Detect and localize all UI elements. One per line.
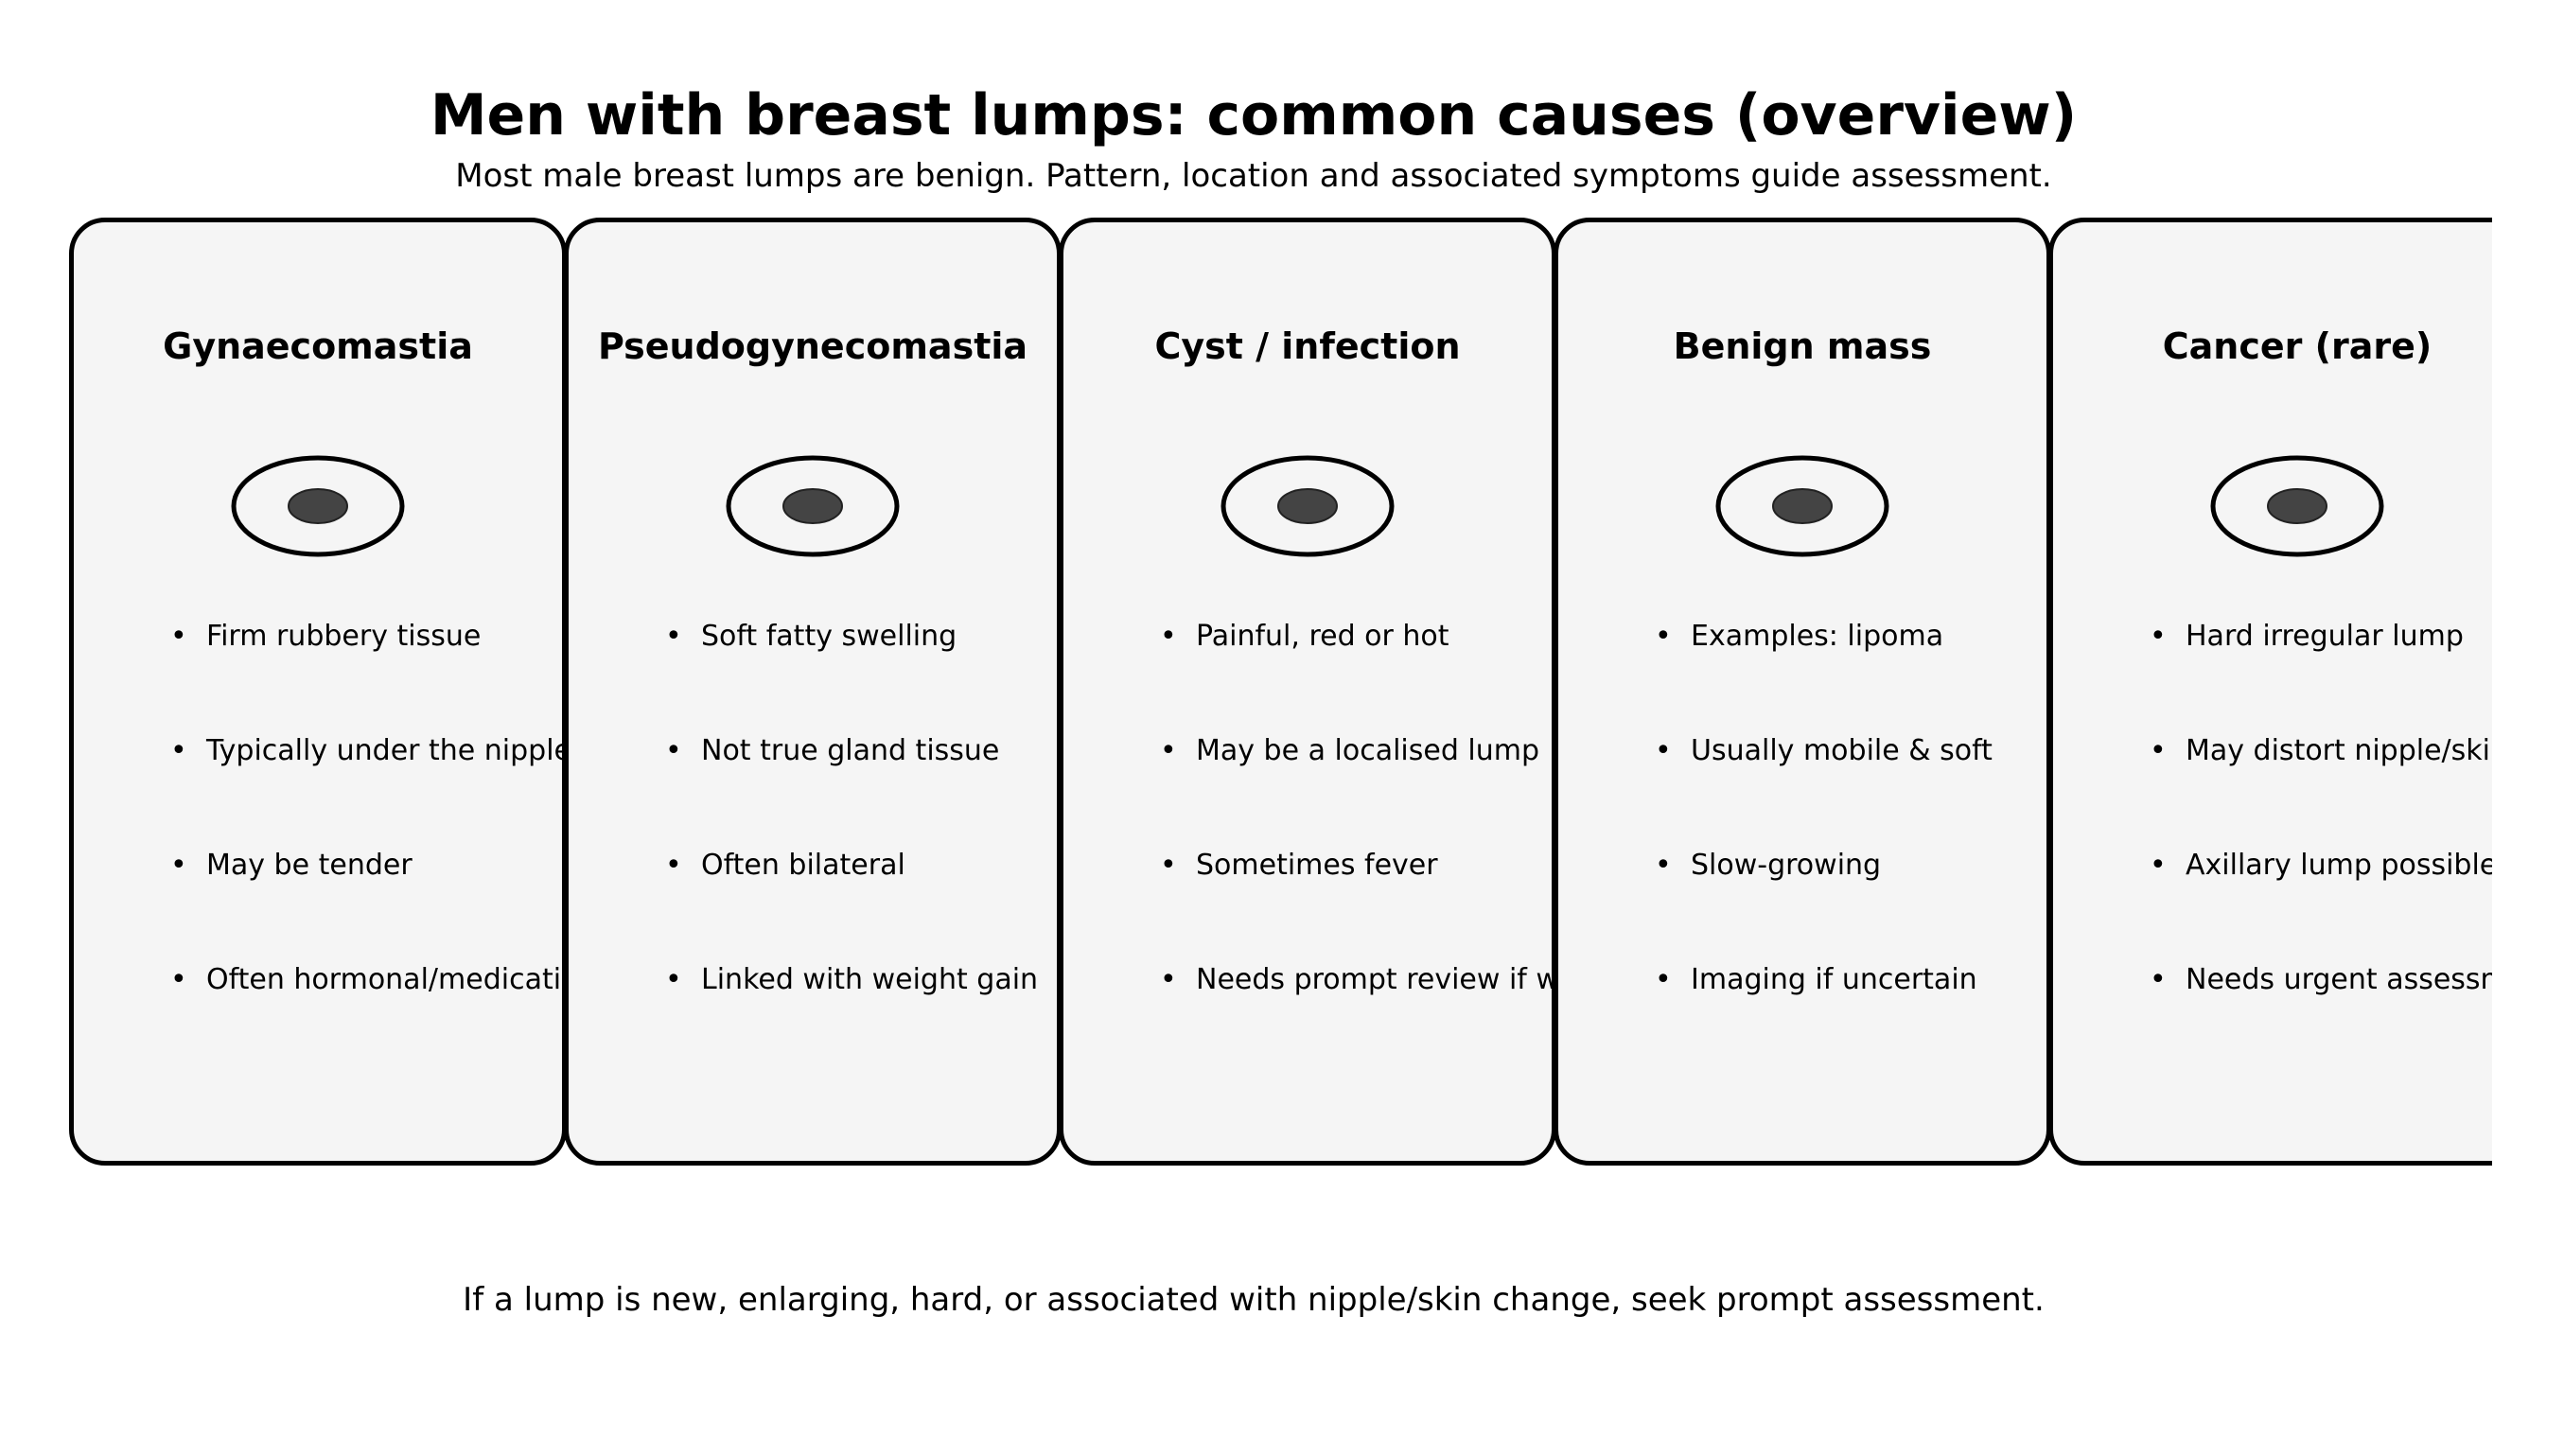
bullet-icon: • [665, 963, 682, 996]
list-item: • Usually mobile & soft [1655, 732, 1993, 770]
bullet-text: Firm rubbery tissue [206, 620, 482, 653]
list-item: • Imaging if uncertain [1655, 961, 1993, 999]
list-item: • Needs urgent assessment [2150, 961, 2492, 999]
breast-lump-icon [1221, 455, 1395, 557]
list-item: • Axillary lump possible [2150, 847, 2492, 885]
card-cancer-rare: Cancer (rare) • Hard irregular lump • May … [2048, 218, 2492, 1166]
breast-lump-icon [1715, 455, 1889, 557]
bullet-text: May be a localised lump [1196, 734, 1540, 767]
bullet-icon: • [665, 734, 682, 767]
breast-lump-icon [231, 455, 405, 557]
card-cyst-infection: Cyst / infection • Painful, red or hot • M… [1059, 218, 1682, 1166]
bullet-text: Imaging if uncertain [1691, 963, 1977, 996]
bullet-icon: • [2150, 963, 2167, 996]
bullet-icon: • [170, 963, 187, 996]
list-item: • Often bilateral [665, 847, 1038, 885]
list-item: • Linked with weight gain [665, 961, 1038, 999]
list-item: • Slow-growing [1655, 847, 1993, 885]
bullet-icon: • [665, 849, 682, 882]
page-title: Men with breast lumps: common causes (ov… [430, 82, 2078, 149]
card-benign-mass: Benign mass • Examples: lipoma • Usually m… [1554, 218, 2051, 1166]
card-title: Gynaecomastia [163, 325, 473, 367]
card-gynaecomastia: Gynaecomastia • Firm rubbery tissue • Typi… [69, 218, 707, 1166]
bullet-icon: • [170, 849, 187, 882]
bullet-icon: • [170, 734, 187, 767]
list-item: • Painful, red or hot [1160, 618, 1682, 656]
bullet-icon: • [1160, 734, 1177, 767]
bullet-text: Usually mobile & soft [1691, 734, 1993, 767]
list-item: • Typically under the nipple [170, 732, 707, 770]
bullet-icon: • [170, 620, 187, 653]
bullet-icon: • [1160, 620, 1177, 653]
page-subtitle: Most male breast lumps are benign. Patte… [455, 157, 2052, 195]
bullet-icon: • [1160, 963, 1177, 996]
bullet-icon: • [1655, 849, 1672, 882]
bullet-text: Sometimes fever [1196, 849, 1438, 882]
list-item: • Not true gland tissue [665, 732, 1038, 770]
card-title: Pseudogynecomastia [597, 325, 1028, 367]
list-item: • Hard irregular lump [2150, 618, 2492, 656]
bullet-text: May be tender [206, 849, 413, 882]
card-title: Cyst / infection [1154, 325, 1461, 367]
card-bullet-list: • Soft fatty swelling • Not true gland tis… [665, 618, 1038, 1076]
bullet-icon: • [1160, 849, 1177, 882]
bullet-text: Linked with weight gain [701, 963, 1039, 996]
card-bullet-list: • Firm rubbery tissue • Typically under th… [170, 618, 707, 1076]
bullet-icon: • [1655, 620, 1672, 653]
bullet-text: May distort nipple/skin [2186, 734, 2492, 767]
list-item: • May distort nipple/skin [2150, 732, 2492, 770]
bullet-text: Hard irregular lump [2186, 620, 2464, 653]
bullet-icon: • [2150, 734, 2167, 767]
bullet-text: Painful, red or hot [1196, 620, 1449, 653]
card-title: Benign mass [1673, 325, 1932, 367]
bullet-text: Often bilateral [701, 849, 905, 882]
bullet-text: Typically under the nipple [206, 734, 572, 767]
bullet-icon: • [1655, 734, 1672, 767]
bullet-text: Not true gland tissue [701, 734, 1000, 767]
card-title: Cancer (rare) [2162, 325, 2432, 367]
list-item: • Examples: lipoma [1655, 618, 1993, 656]
list-item: • May be tender [170, 847, 707, 885]
bullet-icon: • [665, 620, 682, 653]
breast-lump-icon [2210, 455, 2384, 557]
footer-note: If a lump is new, enlarging, hard, or as… [463, 1281, 2045, 1319]
bullet-text: Examples: lipoma [1691, 620, 1944, 653]
list-item: • Soft fatty swelling [665, 618, 1038, 656]
cards-row: Gynaecomastia • Firm rubbery tissue • Typi… [69, 218, 2492, 1166]
card-pseudogynecomastia: Pseudogynecomastia • Soft fatty swelling … [564, 218, 1062, 1166]
bullet-text: Soft fatty swelling [701, 620, 957, 653]
card-bullet-list: • Hard irregular lump • May distort nipple… [2150, 618, 2492, 1076]
card-bullet-list: • Examples: lipoma • Usually mobile & soft… [1655, 618, 1993, 1076]
breast-lump-icon [726, 455, 900, 557]
bullet-icon: • [1655, 963, 1672, 996]
bullet-icon: • [2150, 620, 2167, 653]
bullet-text: Axillary lump possible [2186, 849, 2492, 882]
list-item: • Sometimes fever [1160, 847, 1682, 885]
list-item: • May be a localised lump [1160, 732, 1682, 770]
bullet-text: Needs urgent assessment [2186, 963, 2492, 996]
list-item: • Firm rubbery tissue [170, 618, 707, 656]
bullet-text: Slow-growing [1691, 849, 1882, 882]
bullet-icon: • [2150, 849, 2167, 882]
